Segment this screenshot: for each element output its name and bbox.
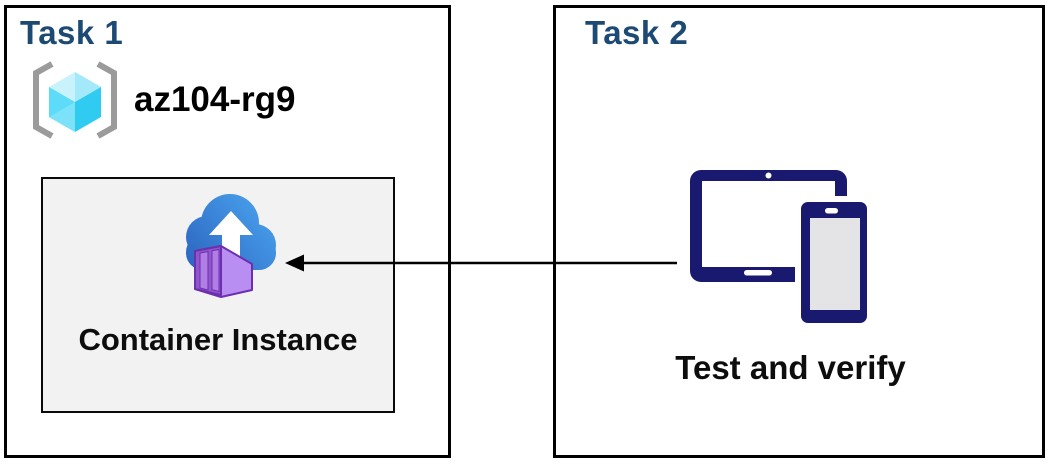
task1-box: Task 1 az104-rg9 [4, 5, 451, 458]
task2-box: Task 2 Test and verify [553, 5, 1045, 458]
resource-group: az104-rg9 [29, 60, 295, 140]
container-instance-box: Container Instance [41, 177, 395, 413]
container-instance-label: Container Instance [78, 322, 358, 357]
test-verify-label: Test and verify [675, 349, 906, 386]
resource-group-icon [33, 61, 117, 139]
task1-title: Task 1 [20, 14, 124, 51]
task2-title: Task 2 [585, 14, 689, 51]
container-instance-icon [186, 194, 276, 298]
devices-icon [690, 170, 873, 329]
resource-group-name: az104-rg9 [134, 80, 296, 119]
